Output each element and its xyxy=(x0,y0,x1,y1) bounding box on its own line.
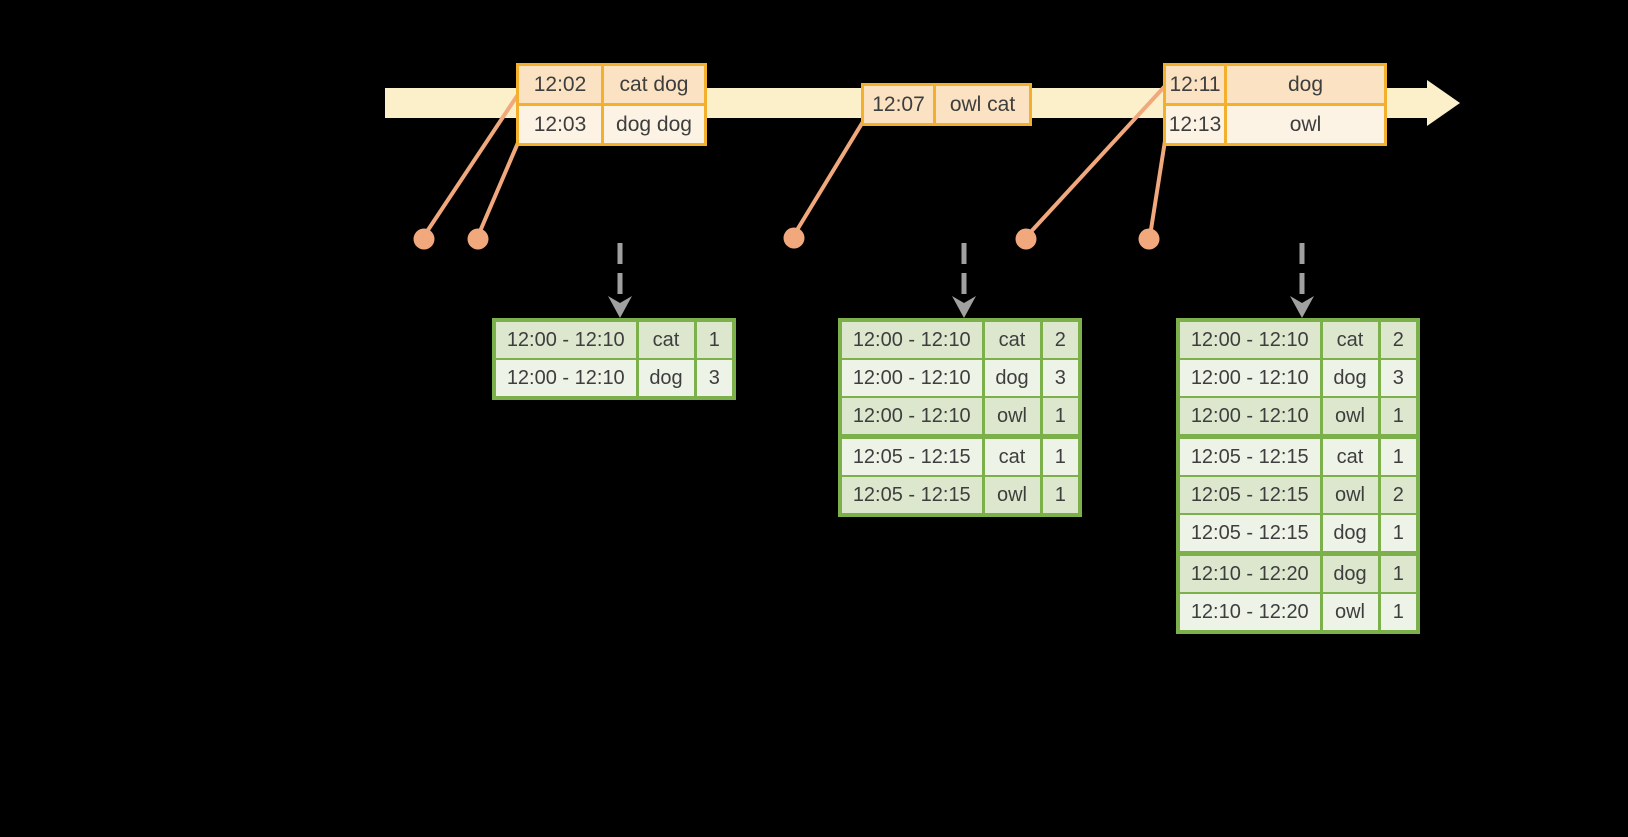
result-count-cell: 1 xyxy=(1039,475,1082,516)
result-word-cell: dog xyxy=(1319,551,1381,594)
result-count-cell: 1 xyxy=(1039,434,1082,477)
result-word-cell: cat xyxy=(1319,319,1381,360)
result-window-cell: 12:05 - 12:15 xyxy=(1176,475,1323,515)
event-words-cell: owl cat xyxy=(933,83,1032,126)
event-time-cell: 12:03 xyxy=(516,103,604,146)
result-window-cell: 12:00 - 12:10 xyxy=(838,358,985,398)
event-line-1213 xyxy=(1148,126,1169,238)
result-count-cell: 3 xyxy=(1039,358,1082,398)
result-window-cell: 12:05 - 12:15 xyxy=(838,475,985,516)
result-word-cell: cat xyxy=(981,319,1043,360)
trigger-arrow-1 xyxy=(608,243,632,318)
result-word-cell: cat xyxy=(981,434,1043,477)
trigger-arrow-3 xyxy=(1290,243,1314,318)
result-word-cell: cat xyxy=(635,319,697,360)
result-word-cell: cat xyxy=(1319,434,1381,477)
result-count-cell: 1 xyxy=(1377,513,1420,555)
event-dot-1213 xyxy=(1138,228,1160,250)
result-window-cell: 12:10 - 12:20 xyxy=(1176,551,1323,594)
event-dot-1211 xyxy=(1015,228,1037,250)
event-words-cell: dog dog xyxy=(601,103,707,146)
result-count-cell: 1 xyxy=(1377,434,1420,477)
event-line-1203 xyxy=(476,136,522,238)
result-count-cell: 1 xyxy=(1039,396,1082,438)
result-window-cell: 12:00 - 12:10 xyxy=(492,358,639,399)
result-window-cell: 12:05 - 12:15 xyxy=(1176,434,1323,477)
result-word-cell: owl xyxy=(981,475,1043,516)
result-window-cell: 12:00 - 12:10 xyxy=(1176,396,1323,438)
result-word-cell: dog xyxy=(1319,358,1381,398)
result-word-cell: owl xyxy=(981,396,1043,438)
result-word-cell: dog xyxy=(635,358,697,399)
result-count-cell: 2 xyxy=(1377,319,1420,360)
result-count-cell: 3 xyxy=(693,358,736,399)
result-window-cell: 12:10 - 12:20 xyxy=(1176,592,1323,633)
event-time-cell: 12:13 xyxy=(1163,103,1227,146)
result-count-cell: 1 xyxy=(1377,551,1420,594)
result-count-cell: 1 xyxy=(1377,396,1420,438)
result-word-cell: owl xyxy=(1319,396,1381,438)
event-line-1207 xyxy=(792,118,866,237)
arrow-down-icon xyxy=(608,296,632,318)
event-dot-1203 xyxy=(467,228,489,250)
event-line-1211 xyxy=(1025,84,1167,238)
result-window-cell: 12:00 - 12:10 xyxy=(838,396,985,438)
arrow-down-icon xyxy=(952,296,976,318)
event-dot-1207 xyxy=(783,227,805,249)
event-time-arrowhead-icon xyxy=(1427,80,1460,126)
trigger-arrow-2 xyxy=(952,243,976,318)
event-line-1202 xyxy=(422,94,519,238)
result-window-cell: 12:00 - 12:10 xyxy=(838,319,985,360)
result-count-cell: 1 xyxy=(1377,592,1420,633)
event-time-cell: 12:11 xyxy=(1163,63,1227,106)
event-words-cell: owl xyxy=(1224,103,1387,146)
result-count-cell: 2 xyxy=(1039,319,1082,360)
result-window-cell: 12:00 - 12:10 xyxy=(1176,358,1323,398)
result-word-cell: dog xyxy=(1319,513,1381,555)
arrow-down-icon xyxy=(1290,296,1314,318)
result-window-cell: 12:05 - 12:15 xyxy=(1176,513,1323,555)
event-time-cell: 12:02 xyxy=(516,63,604,106)
event-words-cell: dog xyxy=(1224,63,1387,106)
event-words-cell: cat dog xyxy=(601,63,707,106)
result-window-cell: 12:00 - 12:10 xyxy=(492,319,639,360)
result-count-cell: 1 xyxy=(693,319,736,360)
result-window-cell: 12:00 - 12:10 xyxy=(1176,319,1323,360)
result-word-cell: owl xyxy=(1319,475,1381,515)
event-dot-1202 xyxy=(413,228,435,250)
result-word-cell: dog xyxy=(981,358,1043,398)
result-word-cell: owl xyxy=(1319,592,1381,633)
result-count-cell: 3 xyxy=(1377,358,1420,398)
result-window-cell: 12:05 - 12:15 xyxy=(838,434,985,477)
result-count-cell: 2 xyxy=(1377,475,1420,515)
event-time-cell: 12:07 xyxy=(861,83,936,126)
